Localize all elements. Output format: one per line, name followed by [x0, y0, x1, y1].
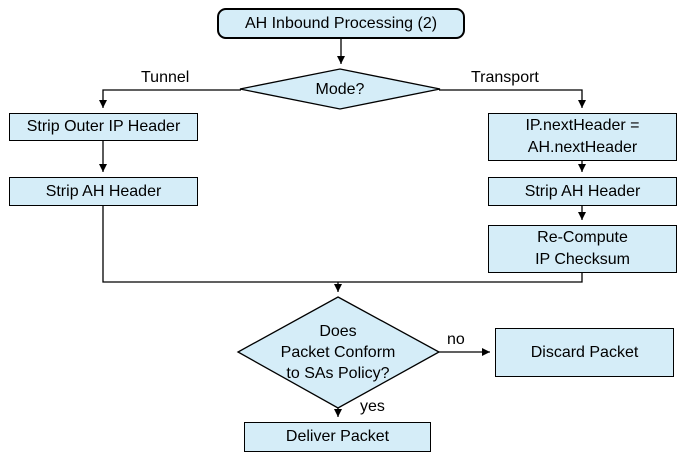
node-deliver-packet: Deliver Packet: [244, 422, 431, 452]
edge-label-transport: Transport: [471, 69, 539, 86]
node-discard-packet: Discard Packet: [495, 328, 674, 377]
flow-arrows: [99, 39, 586, 417]
mode-diamond-shape: [239, 68, 441, 110]
edge-label-tunnel: Tunnel: [141, 69, 190, 86]
node-strip-ah-header-right: Strip AH Header: [488, 177, 677, 206]
edge-label-yes: yes: [360, 398, 385, 415]
node-strip-outer-ip-header: Strip Outer IP Header: [9, 113, 198, 141]
node-strip-ah-header-left: Strip AH Header: [9, 177, 198, 206]
node-start: AH Inbound Processing (2): [217, 8, 465, 39]
node-recompute-checksum: Re-Compute IP Checksum: [488, 225, 677, 273]
policy-diamond-shape: [236, 296, 441, 409]
edge-label-no: no: [447, 331, 465, 348]
node-ip-nextheader: IP.nextHeader = AH.nextHeader: [488, 113, 677, 161]
